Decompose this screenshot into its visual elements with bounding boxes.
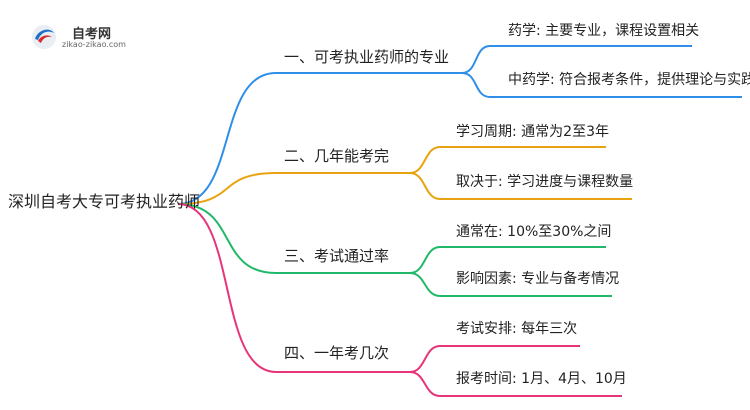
- logo-text: 自考网: [72, 27, 112, 42]
- branch-3-connector: [177, 203, 277, 274]
- branch-label-3: 三、考试通过率: [284, 247, 390, 265]
- branch-1-connector: [177, 72, 277, 205]
- branch-label-1: 一、可考执业药师的专业: [284, 48, 450, 66]
- leaf-2-1: 学习周期: 通常为2至3年: [456, 124, 609, 140]
- leaf-4-1-connector: [409, 345, 441, 373]
- logo-swoosh-icon: [32, 25, 56, 49]
- logo-url: zikao-zikao.com: [62, 40, 126, 49]
- branch-label-4: 四、一年考几次: [284, 344, 390, 362]
- branch-2-connector: [177, 172, 277, 205]
- branch-4-connector: [177, 203, 277, 373]
- site-logo: 自考网 zikao-zikao.com: [30, 20, 140, 56]
- root-node: 深圳自考大专可考执业药师: [8, 192, 201, 211]
- leaf-3-2-connector: [409, 272, 441, 297]
- leaf-4-2: 报考时间: 1月、4月、10月: [456, 371, 627, 387]
- leaf-4-1: 考试安排: 每年三次: [456, 321, 578, 337]
- leaf-3-2: 影响因素: 专业与备考情况: [456, 271, 620, 287]
- leaf-1-1-connector: [461, 45, 491, 74]
- leaf-1-2: 中药学: 符合报考条件，提供理论与实践: [508, 72, 750, 88]
- leaf-1-1: 药学: 主要专业，课程设置相关: [508, 23, 700, 39]
- leaf-3-1: 通常在: 10%至30%之间: [456, 224, 612, 240]
- branch-label-2: 二、几年能考完: [284, 147, 390, 165]
- leaf-2-2: 取决于: 学习进度与课程数量: [456, 174, 634, 190]
- leaf-2-1-connector: [409, 146, 441, 174]
- leaf-1-2-connector: [461, 72, 491, 98]
- leaf-4-2-connector: [409, 371, 441, 397]
- leaf-3-1-connector: [409, 246, 441, 274]
- leaf-2-2-connector: [409, 172, 441, 200]
